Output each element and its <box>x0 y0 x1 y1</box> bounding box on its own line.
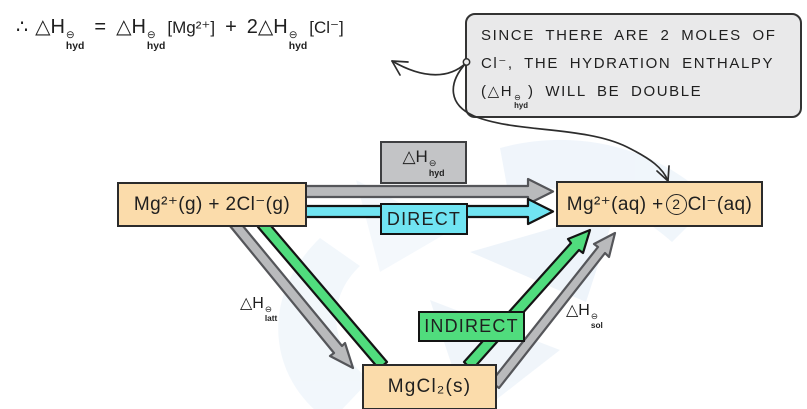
mg-ion-bracket: [Mg²⁺] <box>167 18 216 37</box>
delta-h: △H <box>35 16 65 38</box>
standard-symbol: ⊖ <box>264 303 272 314</box>
note-box: SINCE THERE ARE 2 MOLES OF Cl⁻, THE HYDR… <box>465 13 802 119</box>
plus-sign: + <box>225 16 237 38</box>
indirect-path-down <box>256 218 389 371</box>
note-line-3-rest: ) WILL BE DOUBLE <box>528 83 703 100</box>
delta-h: △H <box>240 295 264 312</box>
solution-enthalpy-label: △H⊖sol <box>566 300 603 329</box>
equation-term-cl: 2△H⊖hyd[Cl⁻] <box>247 14 344 53</box>
delta-h: △H <box>257 16 288 38</box>
hyd-subscript: hyd <box>428 167 445 178</box>
hyd-subscript: hyd <box>65 40 85 52</box>
sol-subscript: sol <box>590 319 603 330</box>
therefore-symbol: ∴ <box>16 17 29 38</box>
indirect-route-label: INDIRECT <box>418 311 525 342</box>
circled-2-coefficient: 2 <box>665 193 687 215</box>
direct-route-label: DIRECT <box>380 203 468 235</box>
aqueous-ions-formula-pre: Mg²⁺(aq) + <box>566 193 664 215</box>
standard-symbol: ⊖ <box>590 310 598 321</box>
hyd-subscript: hyd <box>146 40 166 52</box>
equation-term-mg: △H⊖hyd[Mg²⁺] <box>116 14 215 53</box>
hyd-subscript: hyd <box>514 100 529 110</box>
lattice-enthalpy-label: △H⊖latt <box>240 293 277 322</box>
equals-sign: = <box>94 16 107 38</box>
delta-h: △H <box>116 16 146 38</box>
hydration-enthalpy-label-box: △H⊖hyd <box>380 141 467 184</box>
note-delta-h: (△H <box>481 83 514 100</box>
delta-h: △H <box>566 302 590 319</box>
lattice-arrow <box>228 218 355 370</box>
coefficient-2: 2 <box>246 16 258 38</box>
standard-symbol: ⊖ <box>146 29 156 41</box>
hydration-arrow <box>301 177 555 206</box>
standard-symbol: ⊖ <box>288 29 298 41</box>
note-line-3: (△H⊖hyd) WILL BE DOUBLE <box>481 78 788 110</box>
equation-lhs: △H⊖hyd <box>35 14 84 53</box>
gaseous-ions-formula: Mg²⁺(g) + 2Cl⁻(g) <box>133 194 291 215</box>
hydration-equation: ∴ △H⊖hyd = △H⊖hyd[Mg²⁺] + 2△H⊖hyd[Cl⁻] <box>16 14 344 53</box>
delta-h: △H <box>402 147 428 167</box>
note-line-2: Cl⁻, THE HYDRATION ENTHALPY <box>481 55 775 72</box>
aqueous-ions-formula-post: Cl⁻(aq) <box>687 193 753 215</box>
solution-arrow <box>489 231 617 390</box>
delta-h-hyd-label: △H⊖hyd <box>402 147 444 178</box>
direct-text: DIRECT <box>386 208 462 229</box>
standard-symbol: ⊖ <box>428 158 437 169</box>
indirect-text: INDIRECT <box>424 316 519 336</box>
solid-mgcl2-formula: MgCl₂(s) <box>387 376 472 397</box>
standard-symbol: ⊖ <box>65 29 75 41</box>
note-line-1: SINCE THERE ARE 2 MOLES OF <box>481 27 777 44</box>
solid-mgcl2-box: MgCl₂(s) <box>362 364 497 409</box>
latt-subscript: latt <box>264 312 278 323</box>
hyd-subscript: hyd <box>288 40 308 52</box>
cl-ion-bracket: [Cl⁻] <box>309 18 344 37</box>
gaseous-ions-box: Mg²⁺(g) + 2Cl⁻(g) <box>117 182 307 227</box>
